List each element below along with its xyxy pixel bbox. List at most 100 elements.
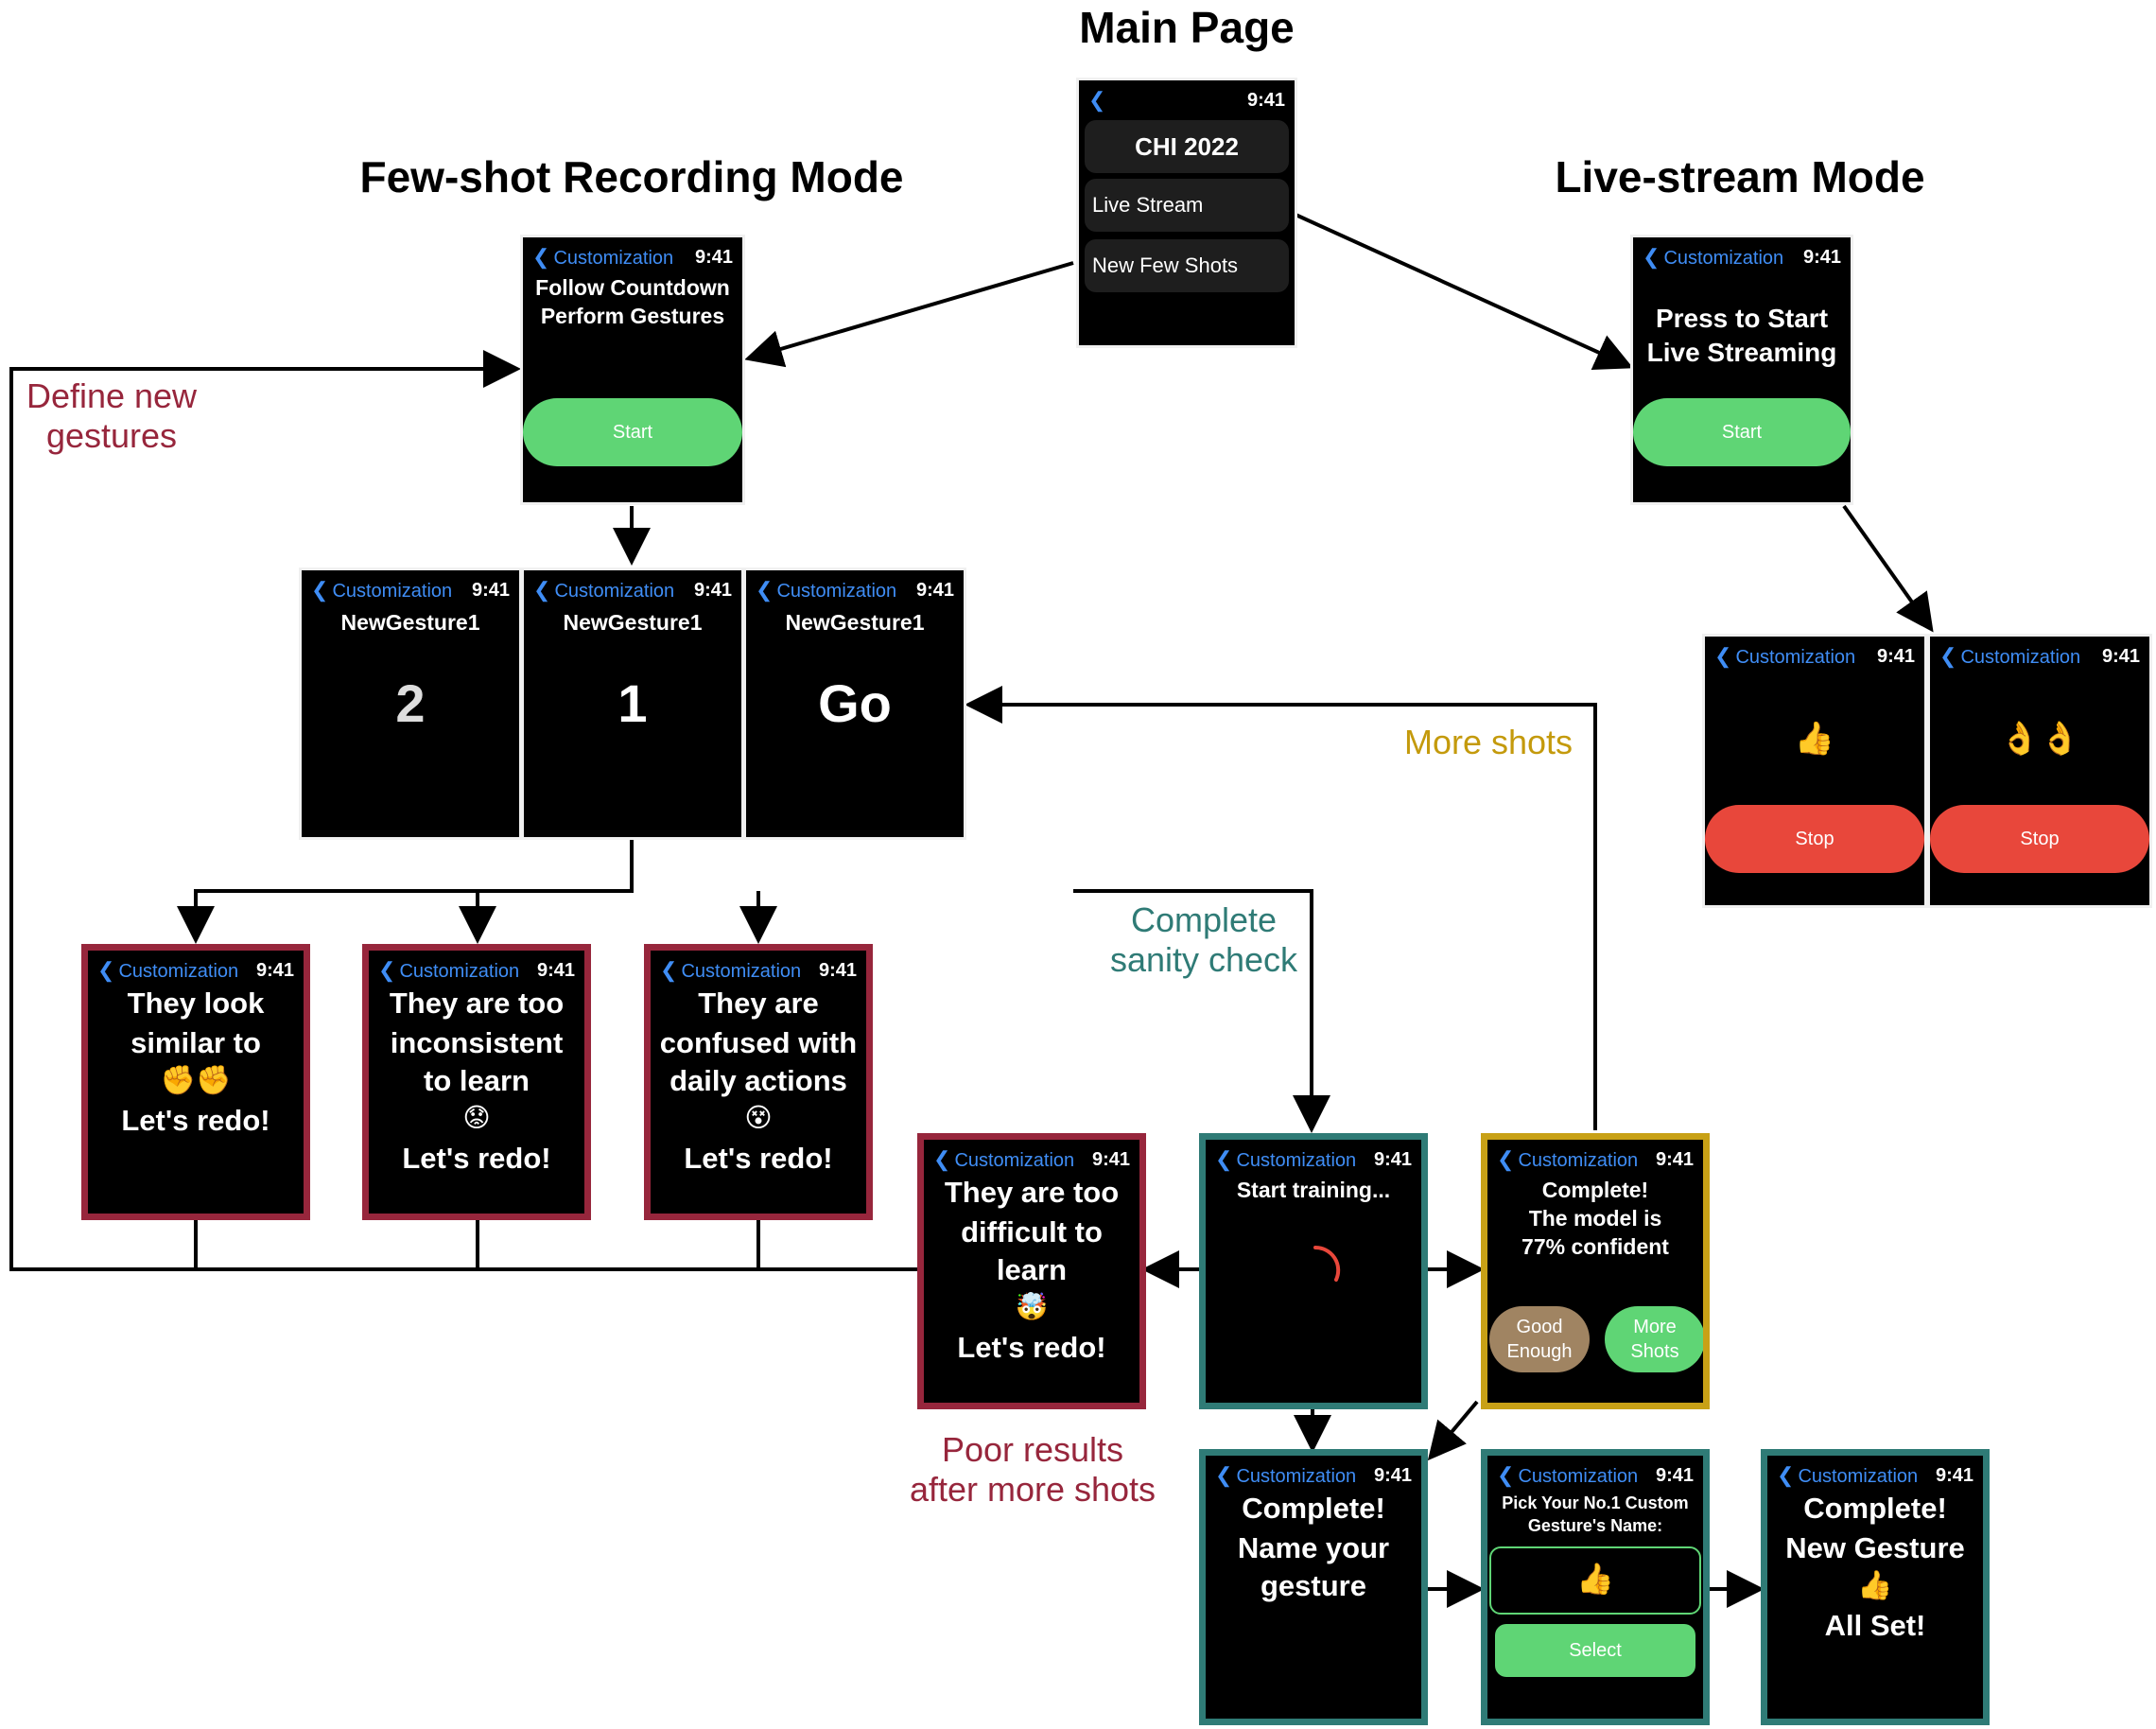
exploding-head-icon: 🤯 — [1015, 1291, 1049, 1322]
status-bar: ❮ 9:41 — [1088, 86, 1285, 114]
pick-name-watch: ❮Customization 9:41 Pick Your No.1 Custo… — [1481, 1449, 1710, 1725]
chevron-left-icon[interactable]: ❮ — [378, 958, 396, 982]
back-label[interactable]: Customization — [954, 1150, 1075, 1171]
training-watch: ❮Customization 9:41 Start training... — [1199, 1133, 1428, 1409]
arrow-countdown-to-training — [1073, 889, 1330, 1133]
good-enough-button[interactable]: Good Enough — [1489, 1306, 1590, 1372]
redo-message: Let's redo! — [402, 1142, 551, 1175]
message-line2: similar to — [130, 1026, 261, 1059]
status-time: 9:41 — [1876, 646, 1915, 667]
complete-line2: The model is — [1528, 1206, 1662, 1231]
few-shot-start-watch: ❮Customization 9:41 Follow Countdown Per… — [520, 235, 745, 505]
back-label[interactable]: Customization — [1960, 647, 2081, 668]
complete-line2: New Gesture — [1785, 1531, 1965, 1564]
back-label[interactable]: Customization — [332, 581, 453, 602]
back-label[interactable]: Customization — [399, 961, 520, 982]
countdown-watch-go: ❮Customization 9:41 NewGesture1 Go — [743, 568, 966, 840]
stop-button[interactable]: Stop — [1705, 805, 1924, 873]
pick-line1: Pick Your No.1 Custom — [1502, 1493, 1689, 1512]
chevron-left-icon[interactable]: ❮ — [1497, 1463, 1515, 1487]
status-bar: ❮Customization 9:41 — [1215, 1145, 1412, 1174]
more-shots-button[interactable]: More Shots — [1605, 1306, 1703, 1372]
start-button[interactable]: Start — [523, 398, 742, 466]
redo-message: Let's redo! — [121, 1104, 270, 1137]
chevron-left-icon[interactable]: ❮ — [756, 578, 774, 602]
name-gesture-watch: ❮Customization 9:41 Complete! Name your … — [1199, 1449, 1428, 1725]
ok-hand-icon: 👌👌 — [1999, 720, 2080, 758]
back-label[interactable]: Customization — [1663, 248, 1784, 269]
status-time: 9:41 — [693, 580, 732, 601]
list-item-live-stream[interactable]: Live Stream — [1085, 179, 1289, 232]
status-bar: ❮Customization 9:41 — [1714, 642, 1915, 671]
chevron-left-icon[interactable]: ❮ — [533, 578, 551, 602]
countdown-watch-1: ❮Customization 9:41 NewGesture1 1 — [521, 568, 744, 840]
chevron-left-icon[interactable]: ❮ — [311, 578, 329, 602]
status-bar: ❮Customization 9:41 — [532, 243, 733, 271]
arrow-livestart-to-results — [1842, 504, 1934, 633]
back-label[interactable]: Customization — [1518, 1150, 1639, 1171]
arrow-redo-to-fewshot — [9, 350, 919, 1271]
countdown-watch-2: ❮Customization 9:41 NewGesture1 2 — [299, 568, 522, 840]
label-poor-results: Poor results after more shots — [909, 1430, 1156, 1509]
back-label[interactable]: Customization — [554, 581, 675, 602]
back-label[interactable]: Customization — [681, 961, 802, 982]
chevron-left-icon[interactable]: ❮ — [1643, 245, 1660, 269]
chevron-left-icon[interactable]: ❮ — [660, 958, 678, 982]
back-label[interactable]: Customization — [1236, 1466, 1357, 1487]
live-result-watch-1: ❮Customization 9:41 👍 Stop — [1702, 634, 1927, 908]
status-time: 9:41 — [2101, 646, 2140, 667]
status-time: 9:41 — [471, 580, 510, 601]
chevron-left-icon[interactable]: ❮ — [1088, 88, 1106, 112]
complete-line1: Complete! — [1541, 1178, 1649, 1202]
status-time: 9:41 — [536, 960, 575, 981]
training-status: Start training... — [1236, 1178, 1391, 1202]
worried-face-icon: 😟 — [462, 1102, 491, 1133]
fist-icon: ✊✊ — [160, 1064, 232, 1097]
main-title-row: CHI 2022 — [1085, 120, 1289, 173]
back-label[interactable]: Customization — [1236, 1150, 1357, 1171]
status-bar: ❮Customization 9:41 — [1643, 243, 1841, 271]
redo-confused-watch: ❮Customization 9:41 They are confused wi… — [644, 944, 873, 1220]
chevron-left-icon[interactable]: ❮ — [1215, 1463, 1233, 1487]
pick-line2: Gesture's Name: — [1527, 1516, 1663, 1535]
list-item-new-few-shots[interactable]: New Few Shots — [1085, 239, 1289, 292]
back-label[interactable]: Customization — [1518, 1466, 1639, 1487]
message-line2: confused with — [659, 1026, 858, 1059]
status-bar: ❮Customization 9:41 — [1215, 1461, 1412, 1490]
chevron-left-icon[interactable]: ❮ — [1215, 1147, 1233, 1171]
chevron-left-icon[interactable]: ❮ — [97, 958, 115, 982]
status-time: 9:41 — [694, 247, 733, 268]
stop-button[interactable]: Stop — [1930, 805, 2149, 873]
back-label[interactable]: Customization — [1735, 647, 1856, 668]
instruction-line1: Press to Start — [1655, 304, 1829, 333]
status-bar: ❮Customization 9:41 — [933, 1145, 1130, 1174]
status-bar: ❮Customization 9:41 — [1497, 1461, 1694, 1490]
chevron-left-icon[interactable]: ❮ — [933, 1147, 951, 1171]
chevron-left-icon[interactable]: ❮ — [1777, 1463, 1795, 1487]
countdown-value: 1 — [617, 673, 648, 733]
chevron-left-icon[interactable]: ❮ — [1497, 1147, 1515, 1171]
back-label[interactable]: Customization — [776, 581, 897, 602]
instruction-line2: Live Streaming — [1646, 338, 1837, 367]
back-label[interactable]: Customization — [118, 961, 239, 982]
gesture-name: NewGesture1 — [340, 610, 480, 635]
start-button[interactable]: Start — [1633, 398, 1851, 466]
thumbs-up-icon[interactable]: 👍 — [1489, 1546, 1701, 1615]
back-label[interactable]: Customization — [1798, 1466, 1919, 1487]
select-button[interactable]: Select — [1495, 1624, 1695, 1677]
status-bar: ❮Customization 9:41 — [533, 576, 732, 604]
chevron-left-icon[interactable]: ❮ — [532, 245, 550, 269]
countdown-value: Go — [818, 673, 892, 733]
back-label[interactable]: Customization — [553, 248, 674, 269]
chevron-left-icon[interactable]: ❮ — [1939, 644, 1957, 668]
confidence-line: 77% confident — [1521, 1234, 1669, 1259]
main-page-watch: ❮ 9:41 CHI 2022 Live Stream New Few Shot… — [1076, 78, 1297, 348]
redo-message: Let's redo! — [684, 1142, 833, 1175]
status-time: 9:41 — [1655, 1149, 1694, 1170]
message-line3: daily actions — [669, 1064, 847, 1097]
chevron-left-icon[interactable]: ❮ — [1714, 644, 1732, 668]
arrow-main-to-fewshot — [744, 261, 1074, 368]
message-line1: They are too — [389, 987, 565, 1020]
complete-line1: Complete! — [1803, 1492, 1947, 1525]
redo-message: Let's redo! — [957, 1331, 1106, 1364]
